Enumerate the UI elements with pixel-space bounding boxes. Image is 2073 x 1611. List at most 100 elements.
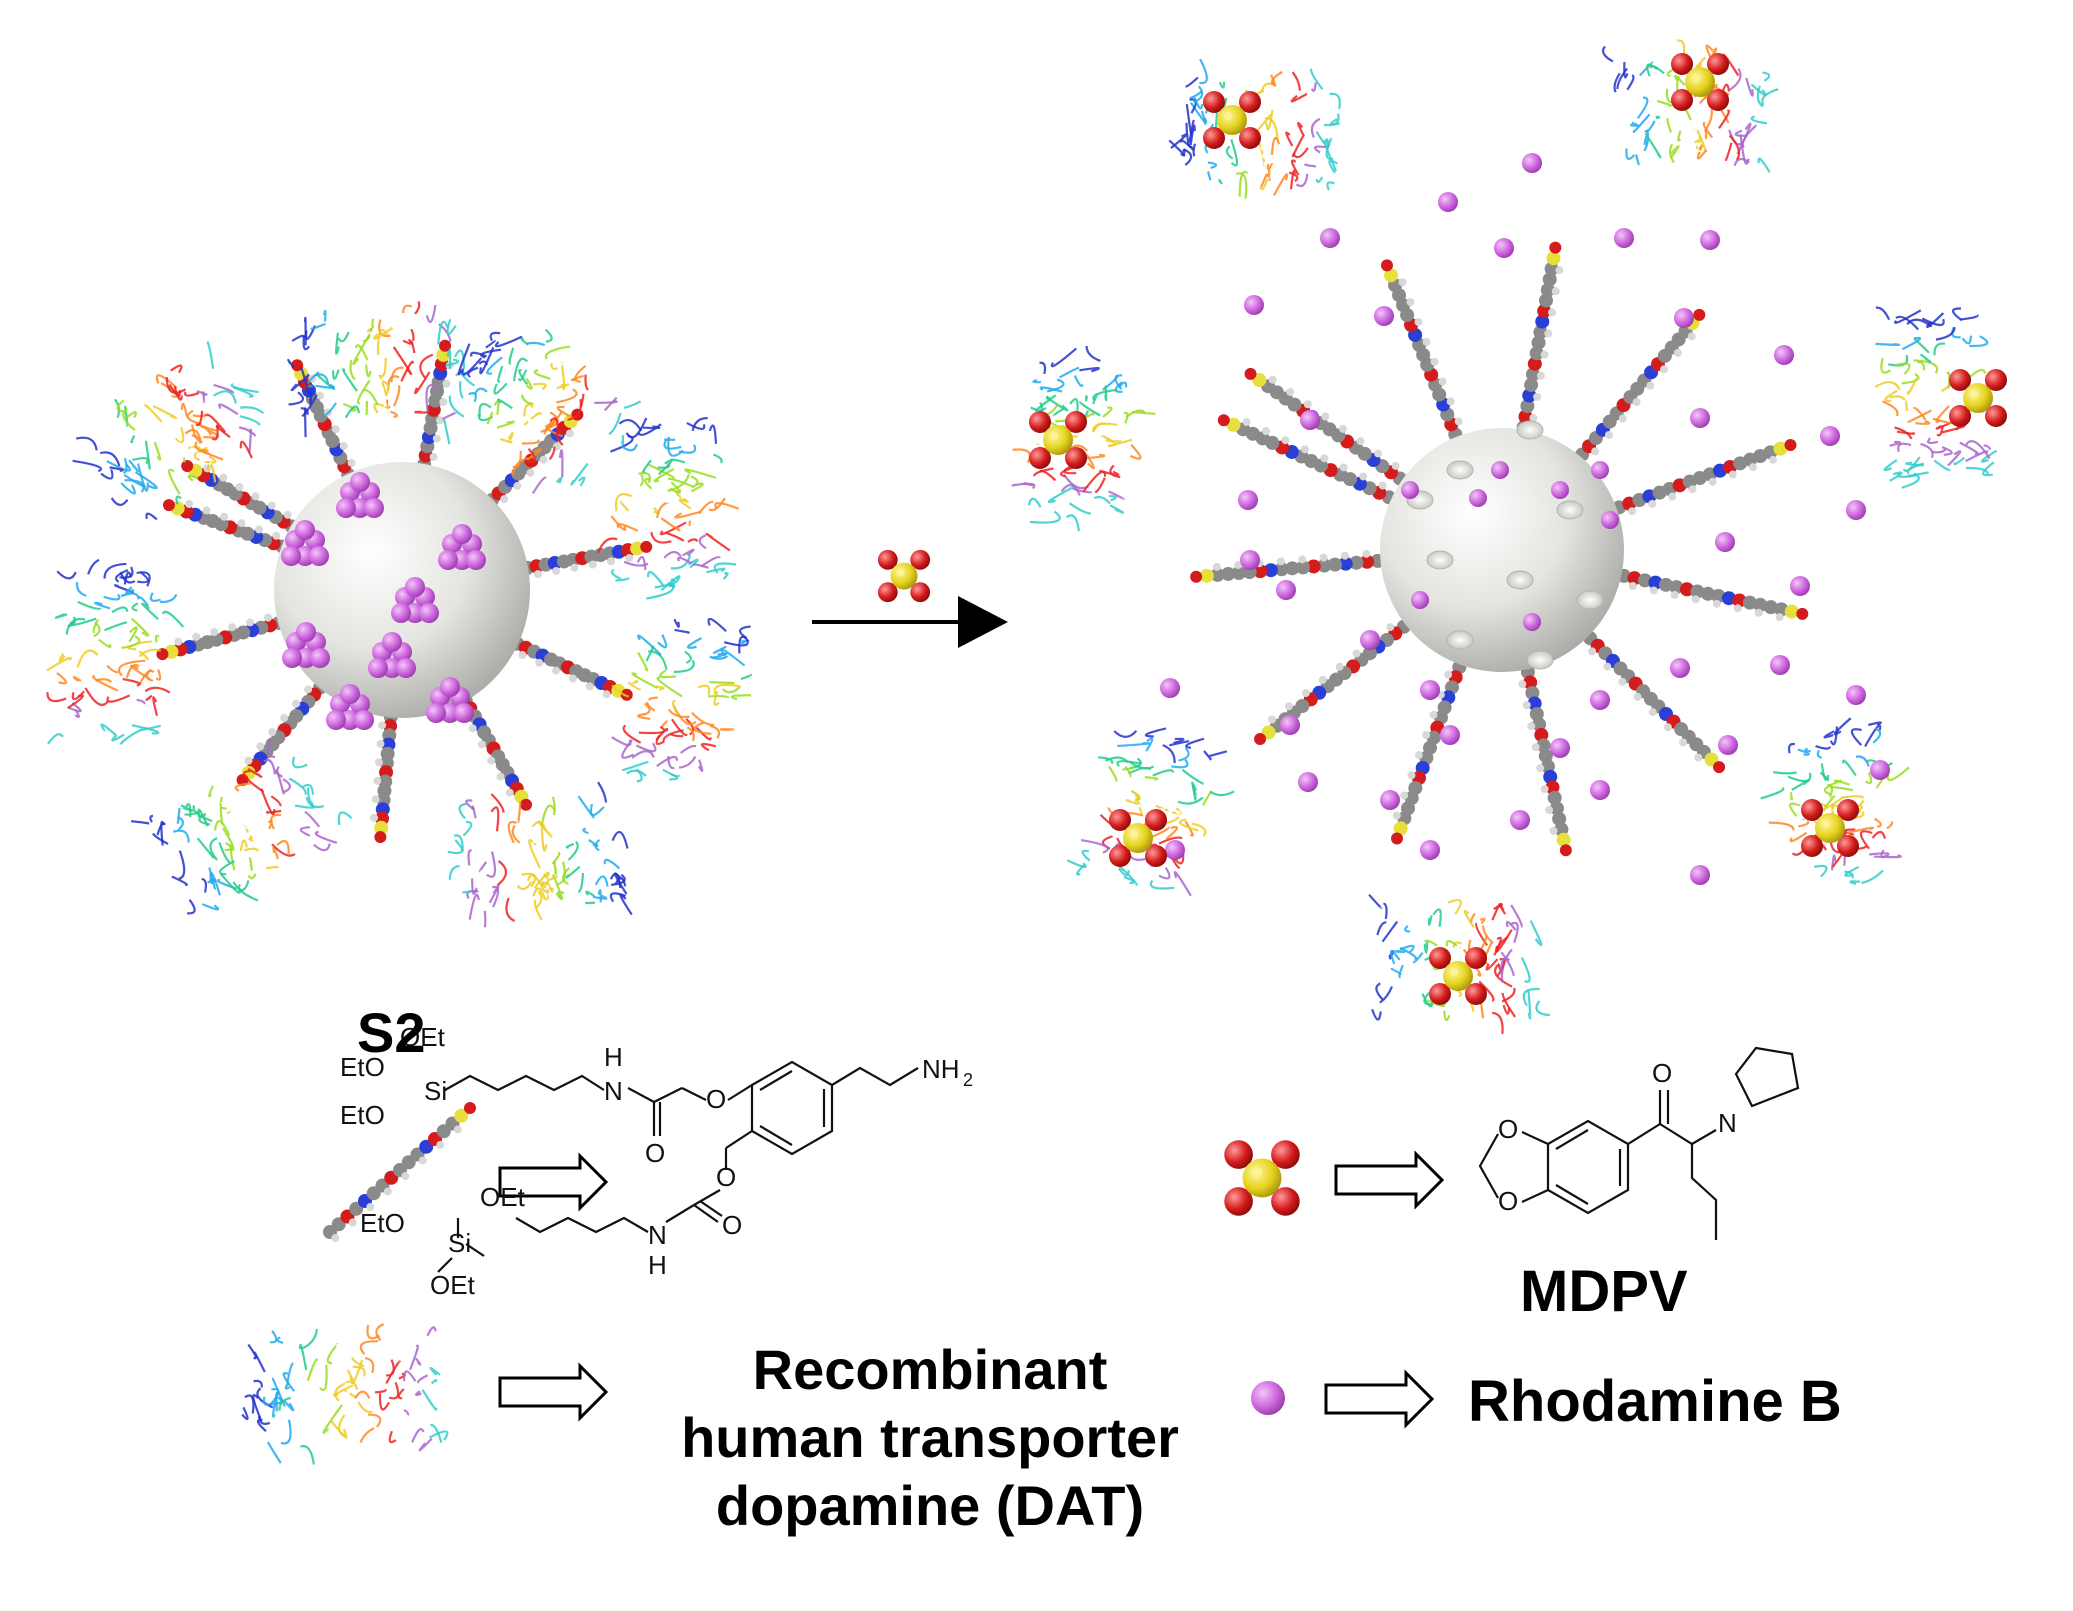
chem-eto-1: EtO bbox=[340, 1052, 385, 1082]
chem-h-1: H bbox=[604, 1042, 623, 1072]
rhodamine-cluster bbox=[438, 524, 486, 570]
released-rhodamine-dot bbox=[1718, 735, 1738, 755]
linker-chain bbox=[370, 700, 399, 844]
mdpv-o-ring-1: O bbox=[1498, 1114, 1518, 1144]
released-rhodamine-dot bbox=[1674, 308, 1694, 328]
linker-chain bbox=[1568, 308, 1706, 472]
label-transporter: Recombinant human transporter dopamine (… bbox=[640, 1336, 1220, 1540]
released-rhodamine-dot bbox=[1494, 238, 1514, 258]
legend-rhodamine-dot bbox=[1251, 1381, 1285, 1415]
label-transporter-line1: Recombinant bbox=[752, 1338, 1108, 1401]
dat-protein bbox=[72, 341, 265, 521]
released-rhodamine-dot bbox=[1510, 810, 1530, 830]
legend-arrow-protein-icon bbox=[498, 1362, 609, 1422]
dat-protein bbox=[46, 558, 185, 746]
sphere-pore bbox=[1446, 630, 1474, 650]
sphere-layer bbox=[274, 420, 1624, 730]
released-rhodamine-dot bbox=[1320, 228, 1340, 248]
mdpv-labels: O N O O bbox=[1498, 1058, 1737, 1216]
chem-o-2: O bbox=[645, 1138, 665, 1168]
chem-o-4: O bbox=[722, 1210, 742, 1240]
rhodamine-cluster bbox=[426, 677, 474, 723]
label-s2: S2 bbox=[357, 1001, 426, 1064]
sphere-pore bbox=[1556, 500, 1584, 520]
linker-chain bbox=[156, 608, 296, 661]
sphere-pore bbox=[1426, 550, 1454, 570]
mdpv-reagent-icon bbox=[877, 549, 931, 603]
rhodamine-dot bbox=[1469, 489, 1487, 507]
legend-arrow-rhodamine-icon bbox=[1324, 1369, 1435, 1429]
chem-n-1: N bbox=[604, 1076, 623, 1106]
rhodamine-dot bbox=[1551, 481, 1569, 499]
linker-chain bbox=[1514, 241, 1564, 445]
released-rhodamine-dot bbox=[1870, 760, 1890, 780]
released-rhodamine-dot bbox=[1790, 576, 1810, 596]
protein-layer bbox=[46, 39, 2004, 1465]
linker-chain bbox=[1254, 609, 1420, 746]
linker-chain bbox=[1380, 259, 1471, 452]
chem-oet-2: OEt bbox=[480, 1182, 526, 1212]
released-rhodamine-dot bbox=[1240, 550, 1260, 570]
dat-protein-bound bbox=[1011, 345, 1156, 532]
silane-linker-labels: OEt EtO Si EtO H N O O NH 2 O O N H OEt … bbox=[340, 1022, 973, 1300]
released-rhodamine-dot bbox=[1590, 690, 1610, 710]
linker-chain bbox=[1190, 547, 1396, 583]
chem-si-2: Si bbox=[448, 1228, 471, 1258]
rhodamine-dot-layer bbox=[1160, 153, 1890, 885]
linker-chain bbox=[415, 339, 454, 481]
released-rhodamine-dot bbox=[1380, 790, 1400, 810]
sphere-pore bbox=[1446, 460, 1474, 480]
rhodamine-cluster bbox=[368, 632, 416, 678]
released-rhodamine-dot bbox=[1522, 153, 1542, 173]
mdpv-n: N bbox=[1718, 1108, 1737, 1138]
sphere-pore bbox=[1516, 420, 1544, 440]
mdpv-molecule bbox=[1801, 799, 1859, 857]
chem-o-1: O bbox=[706, 1084, 726, 1114]
released-rhodamine-dot bbox=[1770, 655, 1790, 675]
dat-protein bbox=[611, 617, 753, 783]
released-rhodamine-dot bbox=[1774, 345, 1794, 365]
mdpv-o-ring-2: O bbox=[1498, 1186, 1518, 1216]
linker-chain bbox=[511, 540, 653, 582]
released-rhodamine-dot bbox=[1550, 738, 1570, 758]
released-rhodamine-dot bbox=[1590, 780, 1610, 800]
chem-oet-3: OEt bbox=[430, 1270, 476, 1300]
label-mdpv: MDPV bbox=[1520, 1259, 1688, 1324]
released-rhodamine-dot bbox=[1715, 532, 1735, 552]
released-rhodamine-dot bbox=[1846, 685, 1866, 705]
released-rhodamine-dot bbox=[1276, 580, 1296, 600]
silane-linker-structure bbox=[437, 1060, 919, 1273]
mdpv-molecule bbox=[1109, 809, 1167, 867]
legend-arrow-linker-icon bbox=[498, 1152, 609, 1212]
mdpv-molecule bbox=[1429, 947, 1487, 1005]
legend-linker-chain-icon bbox=[323, 1102, 476, 1242]
chem-si-1: Si bbox=[424, 1076, 447, 1106]
legend-mdpv-icon bbox=[1224, 1140, 1300, 1216]
released-rhodamine-dot bbox=[1238, 490, 1258, 510]
released-rhodamine-dot bbox=[1438, 192, 1458, 212]
linker-chain bbox=[501, 632, 633, 701]
label-rhodamine: Rhodamine B bbox=[1468, 1369, 1842, 1434]
released-rhodamine-dot bbox=[1244, 295, 1264, 315]
released-rhodamine-dot bbox=[1360, 630, 1380, 650]
rhodamine-dot bbox=[1591, 461, 1609, 479]
linker-chain bbox=[1390, 650, 1471, 845]
released-rhodamine-dot bbox=[1165, 840, 1185, 860]
dat-protein bbox=[131, 738, 353, 915]
chem-eto-3: EtO bbox=[360, 1208, 405, 1238]
chem-nh2: NH bbox=[922, 1054, 960, 1084]
rhodamine-dot bbox=[1411, 591, 1429, 609]
rhodamine-cluster bbox=[326, 684, 374, 730]
rhodamine-cluster bbox=[391, 577, 439, 623]
dat-protein bbox=[447, 781, 633, 928]
released-rhodamine-dot bbox=[1846, 500, 1866, 520]
mdpv-molecule bbox=[1029, 411, 1087, 469]
linker-chain bbox=[1217, 414, 1407, 509]
chem-eto-2: EtO bbox=[340, 1100, 385, 1130]
mdpv-o-carbonyl: O bbox=[1652, 1058, 1672, 1088]
chem-oet-1: OEt bbox=[400, 1022, 446, 1052]
rhodamine-dot bbox=[1491, 461, 1509, 479]
released-rhodamine-dot bbox=[1420, 840, 1440, 860]
rhodamine-dot bbox=[1601, 511, 1619, 529]
